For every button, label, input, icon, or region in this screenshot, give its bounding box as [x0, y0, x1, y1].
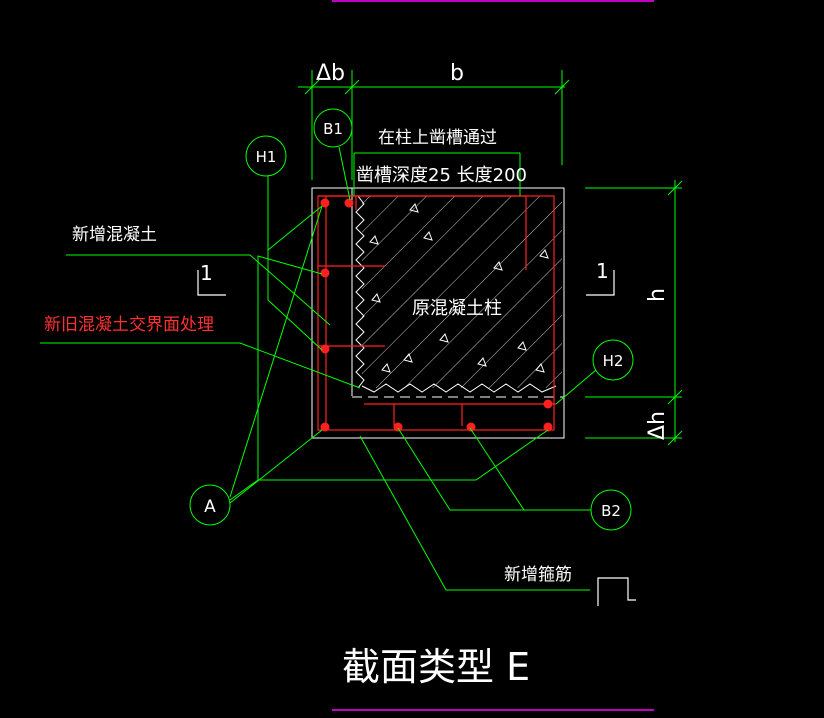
original-column-label: 原混凝土柱: [412, 298, 502, 319]
callout-h2-text: H2: [603, 352, 624, 370]
rebar-dot: [466, 422, 476, 432]
b2-leaders: [397, 427, 591, 511]
section-mark-left: 1: [200, 261, 213, 285]
groove-note-line1: 在柱上凿槽通过: [378, 128, 497, 148]
new-concrete-outline: [311, 187, 565, 439]
rebar-dot: [320, 422, 330, 432]
stirrups: [317, 195, 556, 431]
callout-b2-text: B2: [601, 502, 621, 520]
rebar-dot: [344, 198, 354, 208]
new-stirrup-label: 新增箍筋: [504, 565, 572, 585]
original-column: [351, 188, 564, 398]
groove-note-line2: 凿槽深度25 长度200: [356, 165, 527, 186]
rebar-dot: [543, 422, 553, 432]
section-mark-right: 1: [596, 259, 609, 283]
a-leaders: [229, 205, 549, 504]
dimension-right: [585, 180, 683, 446]
callout-b1-circle: [313, 108, 353, 148]
rebar-points: [320, 198, 553, 432]
rebar-dot: [320, 268, 330, 278]
dim-h: h: [645, 288, 670, 302]
new-concrete-label: 新增混凝土: [72, 225, 157, 245]
interface-label: 新旧混凝土交界面处理: [44, 315, 214, 335]
dim-b: b: [450, 61, 464, 86]
callout-h1-text: H1: [256, 148, 277, 166]
rebar-dot: [320, 344, 330, 354]
h2-leader: [555, 369, 597, 405]
callout-a-text: A: [204, 497, 216, 517]
section-mark-right-line: [586, 270, 615, 296]
rebar-dot: [393, 422, 403, 432]
rebar-dot: [320, 198, 330, 208]
callout-a-circle: [189, 484, 231, 526]
callout-b1-text: B1: [323, 120, 343, 138]
callout-h2-circle: [592, 339, 634, 381]
h1-leader: [267, 176, 323, 351]
callout-h1-circle: [245, 135, 287, 177]
rebar-dot: [543, 399, 553, 409]
h1-leader-branch: [267, 205, 323, 251]
new-concrete-leader: [66, 254, 331, 326]
dim-delta-b: Δb: [316, 61, 345, 86]
new-stirrup-leader: [359, 435, 590, 591]
new-stirrup-symbol: [597, 577, 636, 606]
interface-leader: [40, 342, 361, 389]
b1-leader: [338, 146, 351, 201]
section-title: 截面类型 E: [342, 645, 530, 689]
groove-leader: [353, 152, 521, 196]
dim-delta-h: Δh: [645, 411, 670, 440]
section-mark-left-line: [197, 270, 226, 296]
